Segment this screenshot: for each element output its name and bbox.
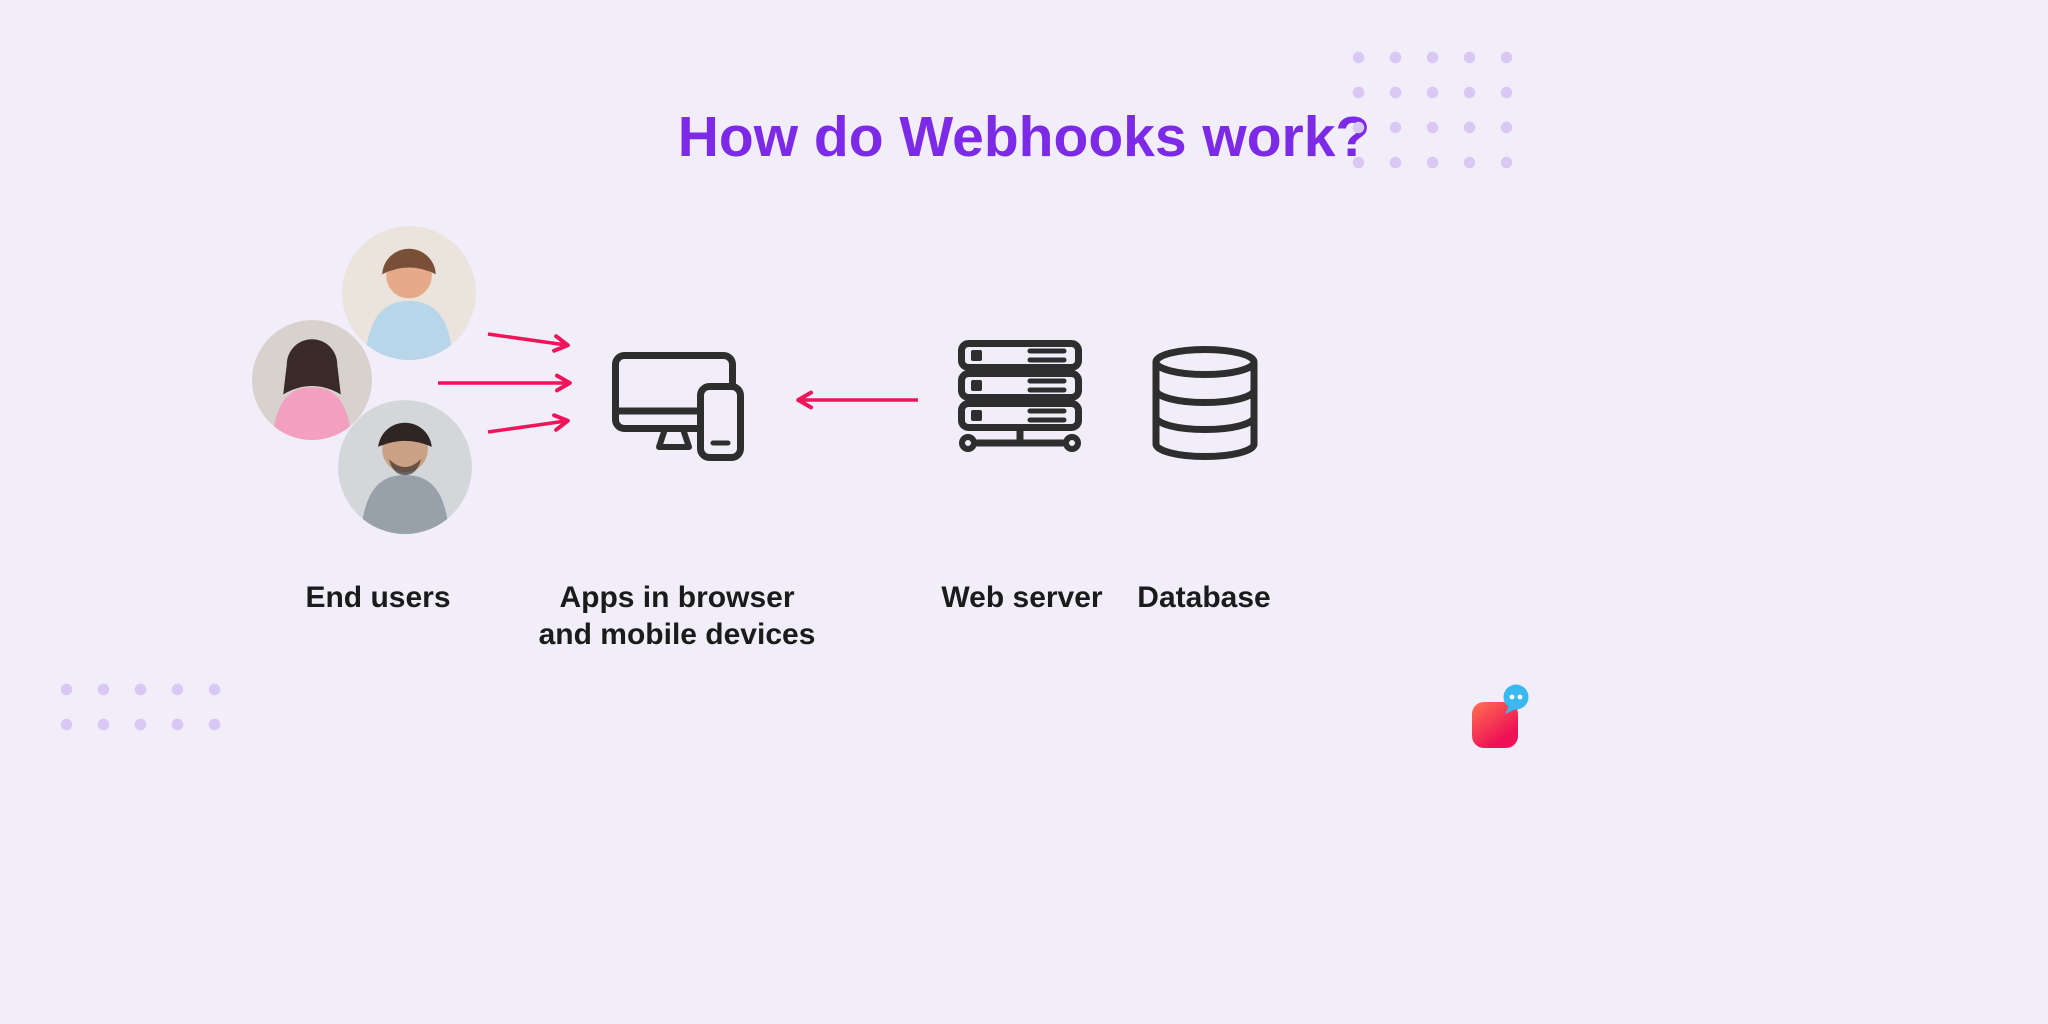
chat-bubble-icon [1503, 684, 1529, 714]
arrow-users-to-apps-1 [487, 332, 570, 353]
label-apps-line2: and mobile devices [538, 618, 816, 651]
decorative-dots-top-right [1340, 40, 1525, 180]
label-apps-line1: Apps in browser [559, 581, 795, 614]
page-title: How do Webhooks work? [677, 105, 1371, 169]
label-web-server: Web server [941, 581, 1103, 614]
avatar-photo-man-gray-shirt [338, 400, 472, 534]
label-end-users: End users [305, 581, 451, 614]
person-photo-placeholder-icon [342, 226, 476, 360]
label-database: Database [1137, 581, 1271, 614]
brand-logo [1470, 684, 1534, 750]
database-cylinder-icon [1152, 346, 1258, 460]
monitor-with-phone-icon [612, 352, 744, 461]
label-apps: Apps in browser and mobile devices [517, 579, 837, 653]
server-rack-icon [958, 340, 1082, 452]
person-photo-placeholder-icon [252, 320, 372, 440]
avatar-photo-woman-blue-shirt [342, 226, 476, 360]
avatar-photo-woman-pink-shirt [252, 320, 372, 440]
decorative-dots-bottom-left [48, 672, 233, 742]
arrow-users-to-apps-3 [487, 413, 570, 434]
person-photo-placeholder-icon [338, 400, 472, 534]
